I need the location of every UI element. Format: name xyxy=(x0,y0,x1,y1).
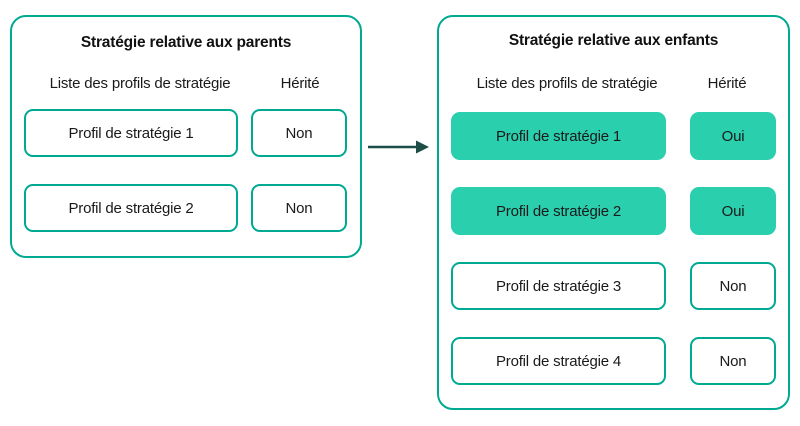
child-column-header-profiles: Liste des profils de stratégie xyxy=(476,75,658,92)
child-inherited-cell-4[interactable]: Non xyxy=(690,337,776,385)
panel-parent-strategy: Stratégie relative aux parents Liste des… xyxy=(10,15,362,258)
table-row: Profil de stratégie 2 Oui xyxy=(439,187,788,235)
table-row: Profil de stratégie 2 Non xyxy=(12,184,360,232)
child-column-header-inherited: Hérité xyxy=(707,75,747,92)
parent-inherited-cell-2[interactable]: Non xyxy=(251,184,347,232)
child-profile-cell-2[interactable]: Profil de stratégie 2 xyxy=(451,187,666,235)
child-profile-cell-4[interactable]: Profil de stratégie 4 xyxy=(451,337,666,385)
arrow-right-icon xyxy=(368,136,430,158)
child-column-headers: Liste des profils de stratégie Hérité xyxy=(439,74,788,94)
panel-child-strategy: Stratégie relative aux enfants Liste des… xyxy=(437,15,790,410)
parent-column-headers: Liste des profils de stratégie Hérité xyxy=(12,74,360,94)
table-row: Profil de stratégie 3 Non xyxy=(439,262,788,310)
panel-parent-title: Stratégie relative aux parents xyxy=(80,34,292,51)
table-row: Profil de stratégie 1 Oui xyxy=(439,112,788,160)
panel-child-title: Stratégie relative aux enfants xyxy=(508,32,719,49)
table-row: Profil de stratégie 1 Non xyxy=(12,109,360,157)
child-inherited-cell-3[interactable]: Non xyxy=(690,262,776,310)
child-inherited-cell-1[interactable]: Oui xyxy=(690,112,776,160)
parent-column-header-profiles: Liste des profils de stratégie xyxy=(49,75,231,92)
parent-profile-cell-2[interactable]: Profil de stratégie 2 xyxy=(24,184,238,232)
child-profile-cell-1[interactable]: Profil de stratégie 1 xyxy=(451,112,666,160)
parent-profile-cell-1[interactable]: Profil de stratégie 1 xyxy=(24,109,238,157)
child-inherited-cell-2[interactable]: Oui xyxy=(690,187,776,235)
parent-column-header-inherited: Hérité xyxy=(280,75,320,92)
table-row: Profil de stratégie 4 Non xyxy=(439,337,788,385)
parent-inherited-cell-1[interactable]: Non xyxy=(251,109,347,157)
child-profile-cell-3[interactable]: Profil de stratégie 3 xyxy=(451,262,666,310)
